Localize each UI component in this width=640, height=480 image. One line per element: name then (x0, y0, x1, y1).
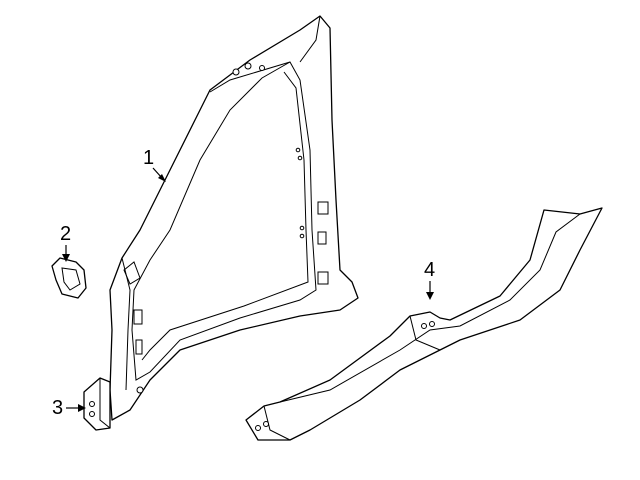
part-4-rocker-panel[interactable] (245, 207, 603, 441)
callout-number: 2 (60, 223, 71, 245)
callout-1: 1 (143, 147, 166, 182)
callout-4: 4 (424, 259, 435, 300)
part-3-bracket[interactable] (83, 377, 111, 431)
callout-number: 4 (424, 259, 435, 281)
callout-3: 3 (52, 397, 86, 419)
callout-number: 3 (52, 397, 63, 419)
callout-number: 1 (143, 147, 154, 169)
part-2-bracket[interactable] (51, 257, 87, 299)
part-1-body-side[interactable] (109, 15, 359, 421)
callout-2: 2 (60, 223, 71, 262)
